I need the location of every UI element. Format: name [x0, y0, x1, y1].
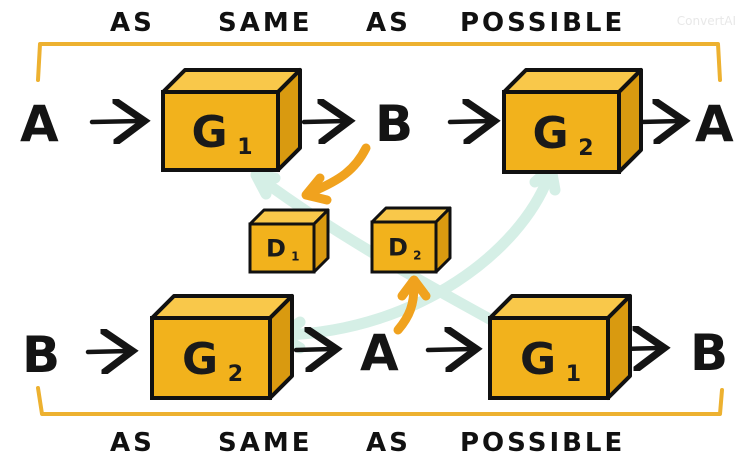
- cube-label: D: [388, 234, 408, 262]
- arrow-g2-to-a-bottom: [293, 349, 332, 350]
- arrow-g2-to-a: [637, 121, 680, 122]
- mint-arrow-bottom-to-top-left: [256, 174, 501, 328]
- cube-label: G: [532, 108, 568, 159]
- caption-word: AS: [110, 8, 155, 38]
- orange-arrow-b-to-d1: [307, 143, 371, 197]
- watermark: ConvertAI: [676, 14, 736, 28]
- arrow-b-to-g2: [447, 121, 490, 122]
- caption-word: AS: [110, 428, 155, 458]
- orange-arrow-a-to-d2: [393, 281, 419, 335]
- var-bottom-middle: A: [360, 324, 399, 382]
- var-bottom-right: B: [690, 324, 728, 382]
- caption-word: POSSIBLE: [460, 428, 626, 458]
- cube-label-subscript: 2: [578, 136, 593, 161]
- caption-word: POSSIBLE: [460, 8, 626, 38]
- caption-word: AS: [366, 8, 411, 38]
- mint-arrow-bottom-to-top-left-head: [250, 169, 281, 200]
- cube-label-subscript: 1: [237, 135, 252, 160]
- caption-word: SAME: [218, 8, 313, 38]
- cube-label-subscript: 2: [413, 248, 421, 262]
- orange-arrow-b-to-d1-head: [301, 173, 332, 205]
- arrow-a-to-g1-bottom: [425, 349, 472, 350]
- caption-word: AS: [366, 428, 411, 458]
- cube-front-face: [150, 316, 272, 400]
- cube-label-subscript: 1: [566, 362, 581, 387]
- arrow-g1-to-b: [301, 121, 345, 122]
- cube-label: D: [266, 235, 286, 263]
- cube-label-subscript: 1: [291, 249, 299, 263]
- discriminator-arrows: [301, 143, 431, 335]
- orange-arrow-a-to-d2-head: [397, 275, 431, 301]
- var-bottom-left: B: [22, 326, 60, 384]
- cube-label: G: [191, 107, 227, 158]
- cube-label-subscript: 2: [228, 362, 243, 387]
- var-top-left: A: [20, 95, 59, 153]
- var-top-middle: B: [375, 95, 413, 153]
- var-top-right: A: [695, 95, 734, 153]
- cube-label: G: [182, 334, 218, 385]
- cube-front-face: [370, 220, 438, 274]
- arrow-b-to-g2-bottom: [85, 351, 128, 352]
- bottom-cycle-bracket: [36, 386, 724, 416]
- caption-word: SAME: [218, 428, 313, 458]
- cube-label: G: [520, 334, 556, 385]
- arrow-a-to-g1: [89, 121, 140, 122]
- flow-arrows: [85, 121, 680, 352]
- top-cycle-bracket: [36, 42, 722, 82]
- cube-front-face: [488, 316, 610, 400]
- cube-front-face: [502, 90, 621, 174]
- cube-front-face: [161, 90, 280, 172]
- cube-front-face: [248, 222, 316, 274]
